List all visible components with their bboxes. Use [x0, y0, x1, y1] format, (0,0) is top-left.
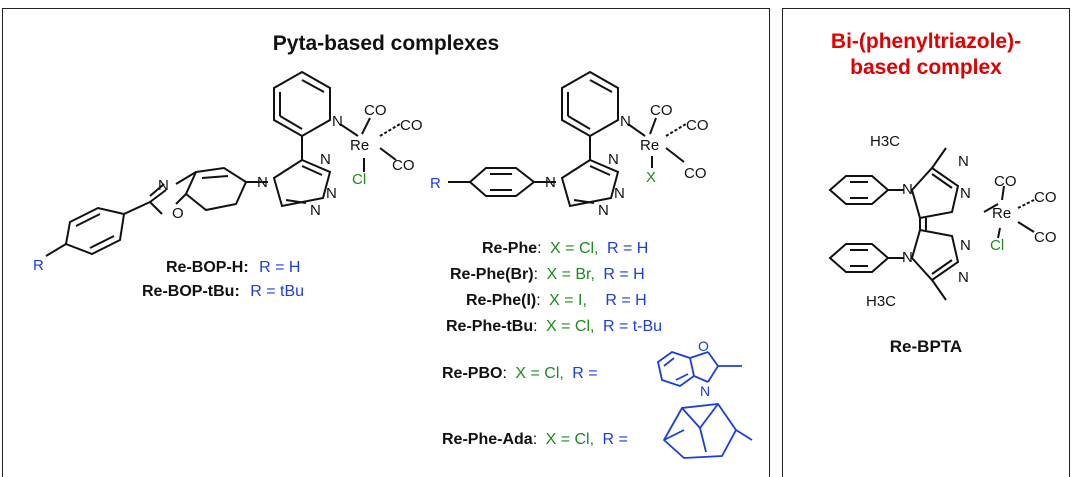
- bop-atom-co1: CO: [364, 102, 387, 119]
- pyta-panel: [2, 8, 770, 477]
- bop-atom-cl: Cl: [352, 171, 366, 188]
- phe-atom-co3: CO: [684, 165, 707, 182]
- bpta-atom-co3: CO: [1034, 229, 1057, 246]
- bop-label-2: Re-BOP-tBu: R = tBu: [142, 283, 304, 300]
- bpta-panel: [782, 8, 1070, 477]
- svg-text:Re-Phe: X = Cl, R: Re-Phe: X = Cl, R = H: [482, 240, 648, 257]
- bpta-atom-n4: N: [960, 237, 971, 254]
- phe-atom-co1: CO: [650, 102, 673, 119]
- bop-atom-n-tz2: N: [326, 185, 337, 202]
- phe-atom-co2: CO: [686, 117, 709, 134]
- bop-atom-o-ox: O: [172, 205, 184, 222]
- svg-text:Re-Phe-tBu: X = Cl,: Re-Phe-tBu: X = Cl, R = t-Bu: [446, 318, 662, 335]
- phe-label-1: Re-Phe: X = Cl, R = H: [482, 240, 648, 257]
- bop-atom-co3: CO: [392, 157, 415, 174]
- bop-atom-n-tz3: N: [310, 202, 321, 219]
- bpta-title-line2: based complex: [850, 56, 1002, 79]
- bpta-atom-re: Re: [992, 205, 1011, 222]
- phe-atom-n-tz3: N: [598, 202, 609, 219]
- pyta-title: Pyta-based complexes: [273, 32, 499, 55]
- bop-atom-r: R: [33, 257, 44, 274]
- bop-structure: [45, 70, 401, 257]
- bpta-atom-cl: Cl: [990, 237, 1004, 254]
- bpta-atom-h3c-top: H3C: [870, 133, 900, 150]
- phe-atom-n-tz4: N: [545, 174, 556, 191]
- phe-label-5: Re-PBO: X = Cl, R =: [442, 365, 598, 382]
- svg-text:Re-Phe-Ada: X = Cl,: Re-Phe-Ada: X = Cl, R =: [442, 431, 628, 448]
- phe-atom-r: R: [430, 175, 441, 192]
- bpta-atom-co2: CO: [1034, 189, 1057, 206]
- svg-text:Re-BOP-tBu: R = tBu: Re-BOP-tBu: R = tBu: [142, 283, 304, 300]
- phe-label-3: Re-Phe(I): X = I, R = H: [466, 292, 647, 309]
- bop-atom-re: Re: [350, 137, 369, 154]
- phe-label-2: Re-Phe(Br): X = Br, R = H: [450, 266, 645, 283]
- pbo-atom-n: N: [700, 383, 710, 399]
- bpta-title-line1: Bi-(phenyltriazole)-: [831, 30, 1021, 53]
- bop-label-1: Re-BOP-H: R = H: [166, 259, 300, 276]
- bop-atom-co2: CO: [400, 117, 423, 134]
- phe-atom-n-py: N: [620, 113, 631, 130]
- pbo-substituent: [656, 351, 742, 387]
- bop-atom-n-py: N: [332, 113, 343, 130]
- bop-atom-n-ox: N: [158, 177, 169, 194]
- phe-atom-x: X: [646, 169, 656, 186]
- phe-label-6: Re-Phe-Ada: X = Cl, R =: [442, 431, 628, 448]
- bpta-atom-n6: N: [902, 249, 913, 266]
- svg-text:Re-BOP-H: R = H: Re-BOP-H: R = H: [166, 259, 300, 276]
- phe-atom-re: Re: [640, 137, 659, 154]
- bpta-atom-n3: N: [902, 181, 913, 198]
- bop-atom-n-tz1: N: [320, 151, 331, 168]
- bpta-atom-h3c-bot: H3C: [866, 293, 896, 310]
- bpta-atom-n5: N: [958, 269, 969, 286]
- pbo-atom-o: O: [698, 338, 709, 354]
- svg-text:Re-Phe(I): X = I,: Re-Phe(I): X = I, R = H: [466, 292, 647, 309]
- bpta-structure: [828, 147, 1035, 301]
- phe-label-4: Re-Phe-tBu: X = Cl, R = t-Bu: [446, 318, 662, 335]
- phe-atom-n-tz2: N: [614, 185, 625, 202]
- bpta-atom-n1: N: [958, 153, 969, 170]
- adamantyl-substituent: [662, 403, 753, 459]
- bpta-compound-name: Re-BPTA: [890, 337, 962, 356]
- phe-atom-n-tz1: N: [608, 151, 619, 168]
- phe-structure: [448, 70, 687, 208]
- svg-text:Re-Phe(Br): X = Br,: Re-Phe(Br): X = Br, R = H: [450, 266, 645, 283]
- bpta-atom-co1: CO: [994, 173, 1017, 190]
- bpta-atom-n2: N: [960, 185, 971, 202]
- bop-atom-n-tz4: N: [257, 174, 268, 191]
- svg-text:Re-PBO: X = Cl, R: Re-PBO: X = Cl, R =: [442, 365, 598, 382]
